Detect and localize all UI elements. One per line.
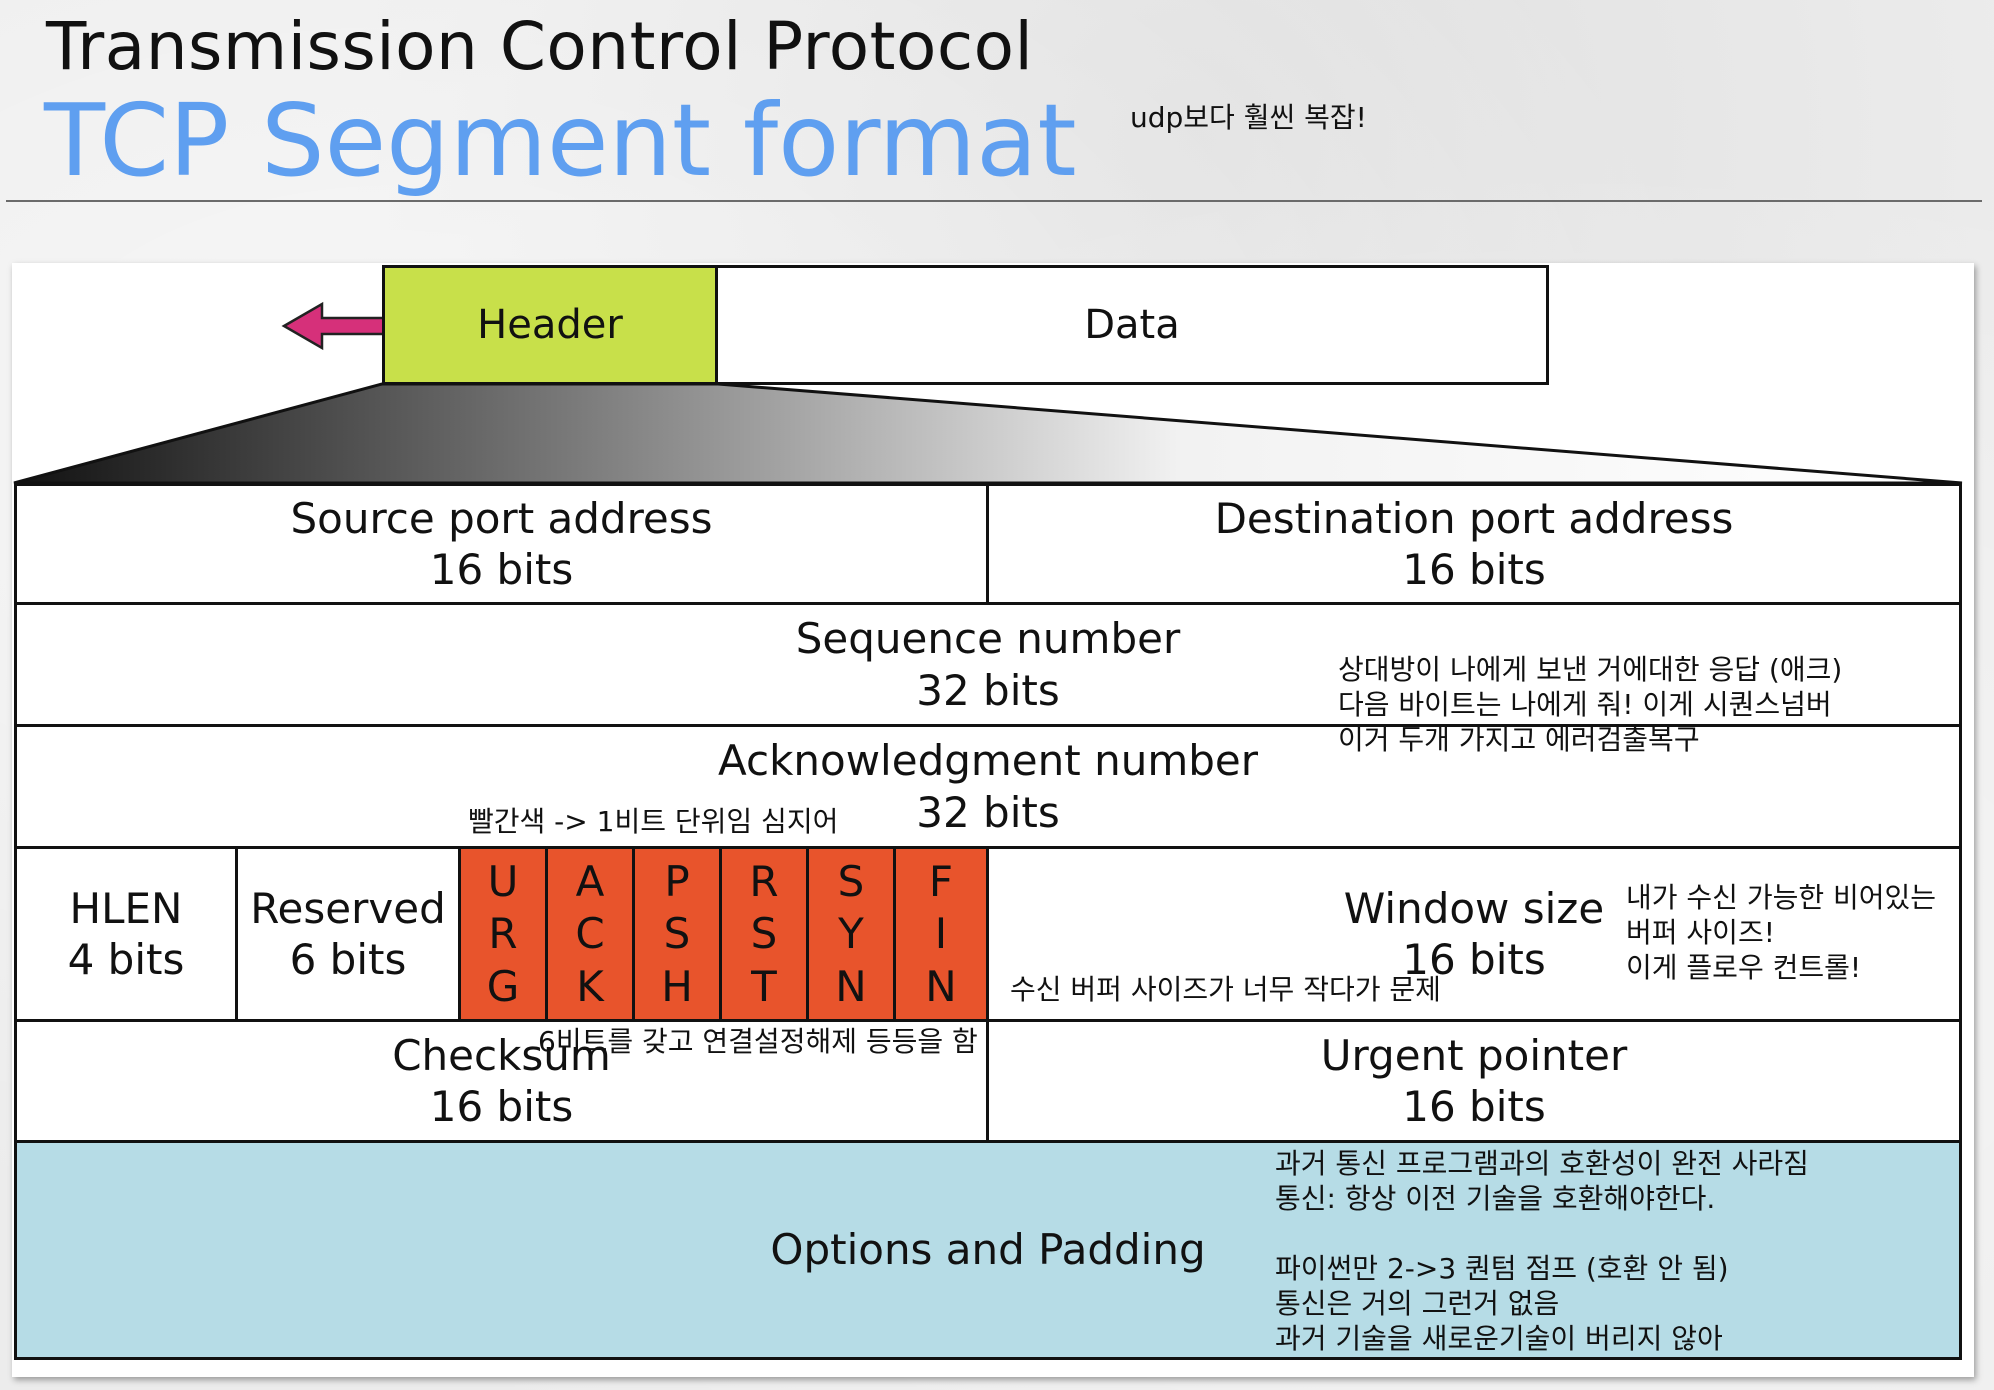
- flag-ack: A C K: [545, 846, 635, 1022]
- field-destination-port: Destination port address 16 bits: [986, 483, 1962, 605]
- field-bits: 16 bits: [1402, 545, 1546, 594]
- left-arrow-icon: [281, 301, 386, 351]
- flag-letter: N: [835, 962, 867, 1012]
- flag-letter: C: [575, 909, 605, 959]
- field-sequence-number: Sequence number 32 bits: [14, 602, 1962, 727]
- flag-letter: N: [925, 962, 957, 1012]
- field-options-padding: Options and Padding: [14, 1140, 1962, 1360]
- ack-annotation: 상대방이 나에게 보낸 거에대한 응답 (애크) 다음 바이트는 나에게 줘! …: [1338, 653, 1843, 756]
- flag-letter: R: [749, 856, 779, 906]
- flag-rst: R S T: [719, 846, 809, 1022]
- field-name: Options and Padding: [770, 1225, 1206, 1275]
- window-small-annotation: 수신 버퍼 사이즈가 너무 작다가 문제: [1010, 973, 1441, 1006]
- field-bits: 16 bits: [1402, 935, 1546, 984]
- segment-header-label: Header: [477, 302, 623, 348]
- segment-data-box: Data: [715, 265, 1549, 385]
- flag-letter: H: [661, 962, 693, 1012]
- field-name: Reserved: [250, 883, 446, 933]
- field-name: Sequence number: [795, 614, 1181, 664]
- field-bits: 16 bits: [429, 545, 574, 594]
- field-name: Checksum: [392, 1030, 611, 1080]
- flag-psh: P S H: [632, 846, 722, 1022]
- window-annotation: 내가 수신 가능한 비어있는 버퍼 사이즈! 이게 플로우 컨트롤!: [1626, 881, 1937, 984]
- field-bits: 4 bits: [67, 935, 185, 984]
- field-source-port: Source port address 16 bits: [14, 483, 989, 605]
- flag-letter: S: [750, 909, 778, 959]
- field-reserved: Reserved 6 bits: [235, 846, 461, 1022]
- segment-data-label: Data: [1084, 302, 1180, 348]
- field-name: Acknowledgment number: [717, 736, 1258, 786]
- flag-letter: K: [576, 962, 604, 1012]
- flag-letter: A: [575, 856, 605, 906]
- flag-fin: F I N: [893, 846, 989, 1022]
- flag-letter: T: [751, 962, 777, 1012]
- flag-letter: Y: [838, 909, 864, 959]
- flag-letter: P: [664, 856, 690, 906]
- flag-letter: S: [663, 909, 691, 959]
- field-name: HLEN: [69, 883, 183, 933]
- flag-letter: S: [837, 856, 865, 906]
- field-urgent-pointer: Urgent pointer 16 bits: [986, 1019, 1962, 1143]
- field-name: Window size: [1343, 883, 1605, 933]
- flag-letter: G: [486, 962, 520, 1012]
- flag-letter: I: [934, 909, 948, 959]
- field-bits: 32 bits: [916, 787, 1060, 837]
- flags-bottom-annotation: 6비트를 갖고 연결설정해제 등등을 함: [538, 1025, 978, 1058]
- field-name: Source port address: [290, 493, 713, 543]
- field-checksum: Checksum 16 bits: [14, 1019, 989, 1143]
- field-hlen: HLEN 4 bits: [14, 846, 238, 1022]
- flag-letter: R: [488, 909, 518, 959]
- flag-urg: U R G: [458, 846, 548, 1022]
- field-name: Destination port address: [1214, 493, 1734, 543]
- segment-header-box: Header: [382, 265, 718, 385]
- flag-letter: F: [928, 856, 954, 906]
- flag-syn: S Y N: [806, 846, 896, 1022]
- title-annotation: udp보다 훨씬 복잡!: [1130, 101, 1367, 134]
- field-window-size: Window size 16 bits: [986, 846, 1962, 1022]
- flags-annotation: 빨간색 -> 1비트 단위임 심지어: [468, 805, 839, 838]
- field-name: Urgent pointer: [1320, 1030, 1628, 1080]
- field-bits: 16 bits: [429, 1082, 574, 1131]
- options-annotation: 과거 통신 프로그램과의 호환성이 완전 사라짐 통신: 항상 이전 기술을 호…: [1275, 1147, 1809, 1355]
- page-title: TCP Segment format: [44, 82, 1077, 199]
- flag-letter: U: [487, 856, 519, 906]
- subtitle-heading: Transmission Control Protocol: [46, 8, 1034, 85]
- field-bits: 6 bits: [289, 935, 407, 984]
- field-bits: 32 bits: [916, 665, 1060, 715]
- field-bits: 16 bits: [1402, 1082, 1546, 1131]
- header-expansion-wedge: [13, 382, 1963, 485]
- field-acknowledgment-number: Acknowledgment number 32 bits: [14, 724, 1962, 849]
- title-divider: [6, 200, 1982, 202]
